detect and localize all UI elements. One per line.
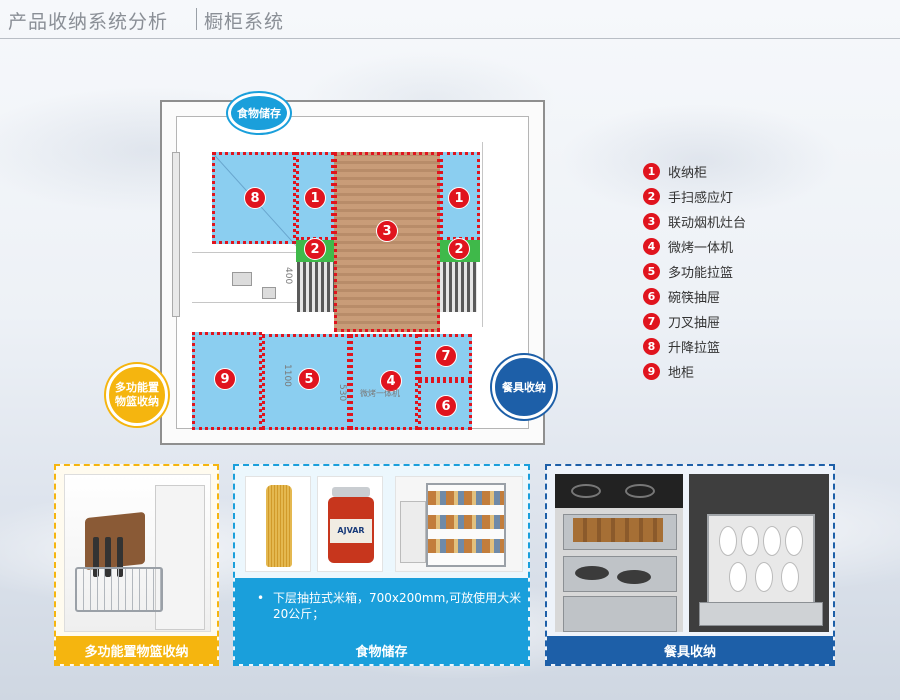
marker-2a: 2: [304, 238, 326, 260]
jar-label: AJVAR: [330, 519, 372, 543]
food-description: • 下层抽拉式米箱，700x200mm,可放使用大米20公斤；: [253, 590, 523, 622]
photo-pull-out-basket: [64, 474, 211, 632]
panel-food-body: [235, 578, 528, 636]
marker-8: 8: [244, 187, 266, 209]
page-header: 产品收纳系统分析 橱柜系统: [0, 0, 900, 40]
plan-line: [482, 142, 483, 327]
legend-number: 1: [643, 163, 660, 180]
dimension-label: 1100: [282, 364, 292, 387]
marker-5: 5: [298, 368, 320, 390]
panel-dish-storage: 餐具收纳: [545, 464, 835, 666]
plan-drawer-pattern: [437, 262, 477, 312]
legend-number: 7: [643, 313, 660, 330]
photo-sauce-jar: AJVAR: [317, 476, 383, 572]
marker-7: 7: [435, 345, 457, 367]
bubble-food-storage: 食物储存: [228, 93, 290, 133]
dimension-label: 微烤一体机: [360, 389, 400, 398]
plan-drawer-pattern: [297, 262, 337, 312]
title-separator: [196, 8, 197, 30]
marker-4: 4: [380, 370, 402, 392]
panel-multi-basket: 多功能置物篮收纳: [54, 464, 219, 666]
panel-caption-dish: 餐具收纳: [547, 636, 833, 664]
plan-line: [192, 302, 312, 303]
panel-caption-basket: 多功能置物篮收纳: [56, 636, 217, 664]
photo-pan-drawers: [555, 474, 683, 632]
marker-6: 6: [435, 395, 457, 417]
kitchen-floor-plan: 400 8 1 3 1 2 2 9 5 1100 4 530 微烤一体机 7 6: [160, 100, 545, 445]
page-title: 产品收纳系统分析: [8, 11, 169, 33]
zone-hood-stove[interactable]: [334, 152, 440, 332]
legend-label: 刀叉抽屉: [668, 316, 721, 331]
marker-1b: 1: [448, 187, 470, 209]
legend-item: 2 手扫感应灯: [643, 184, 843, 209]
bullet: •: [257, 591, 265, 605]
header-divider: [0, 38, 900, 39]
plan-window: [172, 152, 180, 317]
plan-fixture: [262, 287, 276, 299]
legend-label: 收纳柜: [668, 166, 708, 181]
legend-label: 升降拉篮: [668, 341, 721, 356]
bubble-basket-line1: 多功能置: [115, 381, 159, 394]
dimension-label: 400: [283, 267, 293, 285]
legend-item: 3 联动烟机灶台: [643, 209, 843, 234]
legend-number: 3: [643, 213, 660, 230]
panel-food-storage: AJVAR • 下层抽拉式米箱，700x200mm,可放使用大米20公斤； 食物…: [233, 464, 530, 666]
legend-number: 8: [643, 338, 660, 355]
legend-label: 微烤一体机: [668, 241, 734, 256]
legend-number: 5: [643, 263, 660, 280]
photo-pantry-rack: [395, 476, 523, 572]
marker-1a: 1: [304, 187, 326, 209]
legend-item: 8 升降拉篮: [643, 334, 843, 359]
legend-number: 6: [643, 288, 660, 305]
legend-item: 5 多功能拉篮: [643, 259, 843, 284]
zone-bowl-drawer[interactable]: [418, 380, 472, 430]
marker-9: 9: [214, 368, 236, 390]
bubble-multi-basket: 多功能置 物篮收纳: [106, 364, 168, 426]
legend-item: 7 刀叉抽屉: [643, 309, 843, 334]
plan-sink: [232, 272, 252, 286]
plan-line: [192, 252, 312, 253]
food-description-text: 下层抽拉式米箱，700x200mm,可放使用大米20公斤；: [273, 591, 522, 621]
legend-number: 9: [643, 363, 660, 380]
legend: 1 收纳柜 2 手扫感应灯 3 联动烟机灶台 4 微烤一体机 5 多功能拉篮 6…: [643, 159, 843, 384]
legend-label: 联动烟机灶台: [668, 216, 747, 231]
photo-plate-drawer: [689, 474, 829, 632]
page-subtitle: 橱柜系统: [204, 11, 285, 33]
marker-3: 3: [376, 220, 398, 242]
legend-label: 地柜: [668, 366, 695, 381]
legend-item: 6 碗筷抽屉: [643, 284, 843, 309]
panel-caption-food: 食物储存: [235, 636, 528, 664]
legend-label: 多功能拉篮: [668, 266, 734, 281]
legend-item: 9 地柜: [643, 359, 843, 384]
legend-item: 4 微烤一体机: [643, 234, 843, 259]
dimension-label: 530: [337, 384, 347, 402]
marker-2b: 2: [448, 238, 470, 260]
legend-item: 1 收纳柜: [643, 159, 843, 184]
bubble-dish-storage: 餐具收纳: [492, 355, 556, 419]
legend-number: 2: [643, 188, 660, 205]
legend-number: 4: [643, 238, 660, 255]
legend-label: 碗筷抽屉: [668, 291, 721, 306]
photo-spaghetti: [245, 476, 311, 572]
legend-label: 手扫感应灯: [668, 191, 734, 206]
bubble-basket-line2: 物篮收纳: [115, 395, 159, 408]
